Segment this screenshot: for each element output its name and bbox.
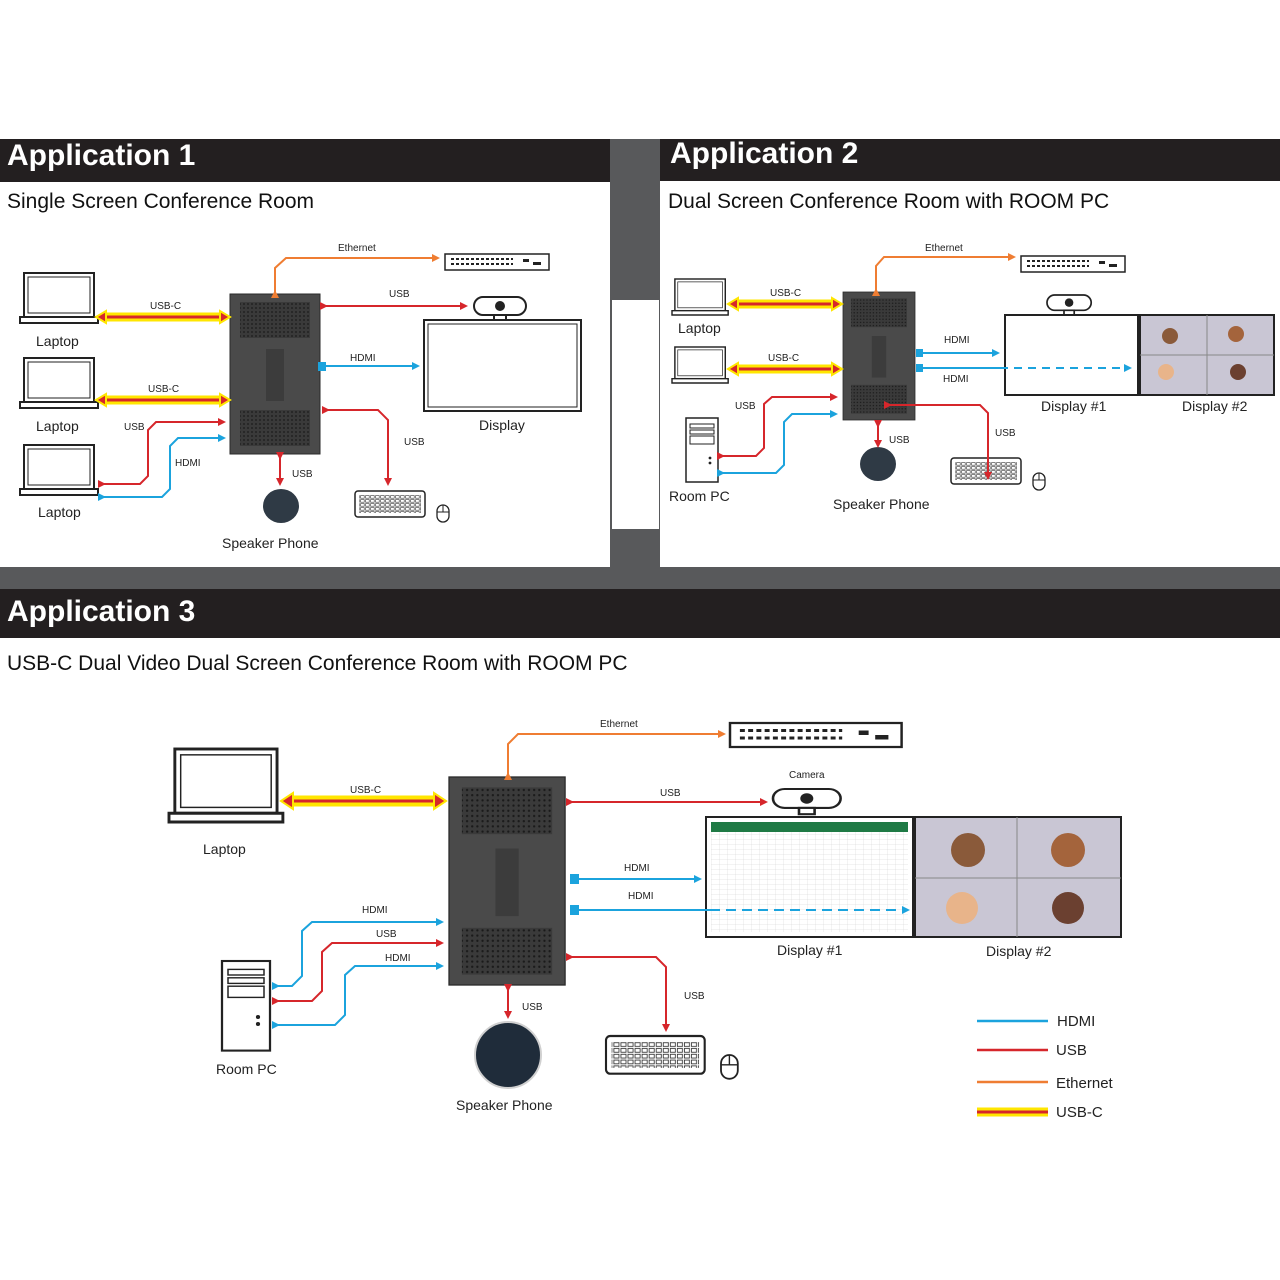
app3-usb-camera-label: USB	[660, 788, 681, 799]
app3-hdmi-pc-label-2: HDMI	[385, 953, 411, 964]
app1-usbc-label-1: USB-C	[150, 301, 181, 312]
app3-camera-label: Camera	[789, 770, 825, 781]
app2-usbc-label-1: USB-C	[770, 288, 801, 299]
app1-usb-keyboard-label: USB	[404, 437, 425, 448]
app2-title: Application 2	[670, 137, 858, 170]
app1-title: Application 1	[7, 139, 195, 172]
app3-roompc-label: Room PC	[216, 1061, 277, 1077]
app3-camera-icon	[771, 787, 842, 816]
app2-switch-icon	[842, 291, 916, 421]
app2-laptop-icon-1	[671, 278, 729, 316]
app2-display1-label: Display #1	[1041, 398, 1107, 414]
legend-hdmi-label: HDMI	[1057, 1013, 1095, 1030]
app2-header-bar	[660, 139, 1280, 181]
app3-laptop-label: Laptop	[203, 841, 246, 857]
app1-laptop-icon-1	[19, 272, 99, 324]
app2-usb-keyboard-label: USB	[995, 428, 1016, 439]
app2-hdmi-label-2: HDMI	[943, 374, 969, 385]
app3-speaker-label: Speaker Phone	[456, 1097, 553, 1113]
app2-ethernet-label: Ethernet	[925, 243, 963, 254]
app3-usb-pc-label: USB	[376, 929, 397, 940]
center-gap	[612, 300, 659, 529]
app1-switch-icon	[229, 293, 321, 455]
app3-usb-speaker-label: USB	[522, 1002, 543, 1013]
app1-display-label: Display	[479, 417, 525, 433]
app3-ethernet-switch-icon	[728, 721, 904, 749]
app2-hdmi-label-1: HDMI	[944, 335, 970, 346]
app3-display2-icon	[914, 816, 1122, 938]
app1-ethernet-switch-icon	[444, 253, 550, 271]
app3-header-bar	[0, 589, 1280, 638]
app3-laptop-icon	[167, 747, 285, 824]
app1-speaker-label: Speaker Phone	[222, 535, 319, 551]
app3-display2-label: Display #2	[986, 943, 1052, 959]
legend-usb-label: USB	[1056, 1042, 1087, 1059]
app2-mouse-icon	[1032, 472, 1046, 491]
app3-speaker-icon	[474, 1021, 542, 1089]
app1-subtitle: Single Screen Conference Room	[7, 190, 314, 213]
app1-ethernet-label: Ethernet	[338, 243, 376, 254]
app1-laptop-label-2: Laptop	[36, 418, 79, 434]
app2-diagram	[671, 253, 1275, 491]
app3-display1-label: Display #1	[777, 942, 843, 958]
app3-hdmi-label-1: HDMI	[624, 863, 650, 874]
app1-laptop-icon-2	[19, 357, 99, 409]
app2-laptop-label-1: Laptop	[678, 320, 721, 336]
app1-speaker-icon	[263, 489, 299, 523]
app2-usb-pc-label: USB	[735, 401, 756, 412]
app1-laptop-label-3: Laptop	[38, 504, 81, 520]
app2-ethernet-switch-icon	[1020, 255, 1126, 273]
app2-usbc-label-2: USB-C	[768, 353, 799, 364]
app1-laptop-label-1: Laptop	[36, 333, 79, 349]
app3-title: Application 3	[7, 595, 195, 628]
app2-keyboard-icon	[950, 457, 1022, 485]
legend-usbc-label: USB-C	[1056, 1104, 1103, 1121]
app1-diagram	[19, 253, 582, 523]
app1-laptop-icon-3	[19, 444, 99, 496]
app2-roompc-icon	[685, 417, 719, 483]
app1-usb-camera-label: USB	[389, 289, 410, 300]
app2-display2-label: Display #2	[1182, 398, 1248, 414]
app3-keyboard-icon	[604, 1034, 706, 1075]
app1-usbc-label-2: USB-C	[148, 384, 179, 395]
legend-ethernet-label: Ethernet	[1056, 1075, 1114, 1092]
app3-ethernet-label: Ethernet	[600, 719, 638, 730]
app2-speaker-icon	[860, 447, 896, 481]
app2-laptop-icon-2	[671, 346, 729, 384]
app3-hdmi-label-2: HDMI	[628, 891, 654, 902]
app1-hdmi-laptop-label: HDMI	[175, 458, 201, 469]
app3-diagram	[167, 721, 1122, 1089]
app1-usb-laptop-label: USB	[124, 422, 145, 433]
app1-header-bar	[0, 139, 610, 182]
app3-usbc-label: USB-C	[350, 785, 381, 796]
app3-hdmi-pc-label-1: HDMI	[362, 905, 388, 916]
app1-keyboard-icon	[354, 490, 426, 518]
app3-subtitle: USB-C Dual Video Dual Screen Conference …	[7, 652, 628, 675]
app2-speaker-label: Speaker Phone	[833, 496, 930, 512]
legend	[977, 1019, 1048, 1117]
app1-mouse-icon	[436, 504, 450, 523]
app2-usb-speaker-label: USB	[889, 435, 910, 446]
app1-usb-speaker-label: USB	[292, 469, 313, 480]
app3-usb-keyboard-label: USB	[684, 991, 705, 1002]
app1-hdmi-label: HDMI	[350, 353, 376, 364]
app2-roompc-label: Room PC	[669, 488, 730, 504]
app2-display1-icon	[1004, 314, 1139, 396]
app2-subtitle: Dual Screen Conference Room with ROOM PC	[668, 190, 1109, 213]
app3-mouse-icon	[720, 1054, 739, 1080]
app3-switch-icon	[448, 776, 566, 986]
app3-roompc-icon	[220, 959, 272, 1052]
